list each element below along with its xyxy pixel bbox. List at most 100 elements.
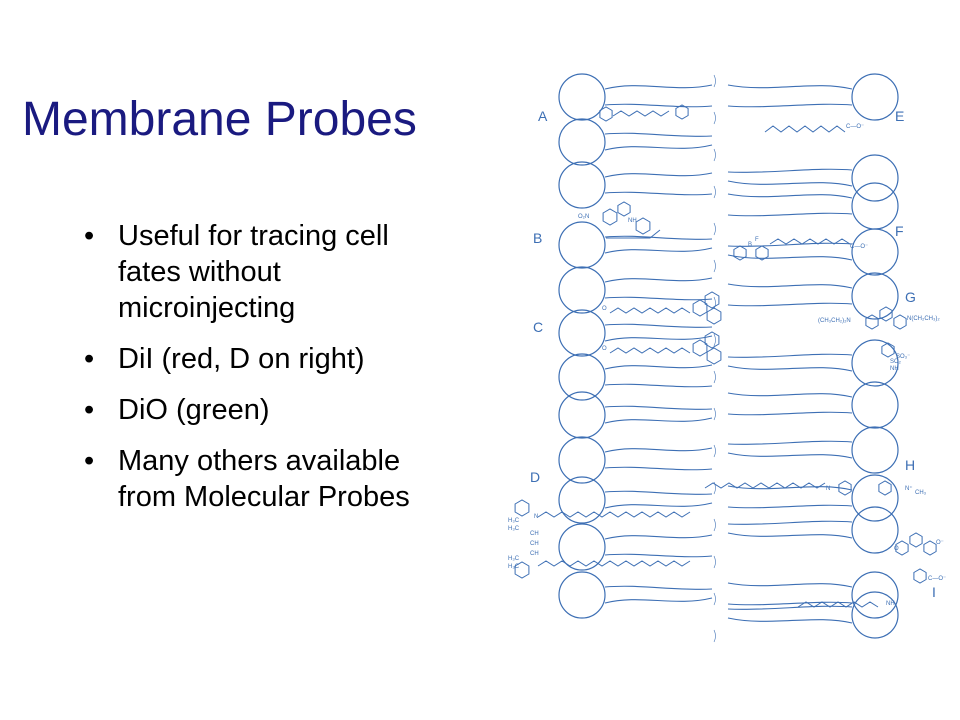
bullet-dot: • xyxy=(84,445,95,477)
lipid-head xyxy=(558,391,606,439)
lipid-tail xyxy=(604,144,713,151)
probe-molecules xyxy=(514,104,937,608)
lipid-tail xyxy=(727,532,853,539)
formula-label: CH xyxy=(530,551,539,557)
lipid-head xyxy=(851,381,899,429)
formula-label: C—O⁻ xyxy=(846,124,864,130)
midplane-mark xyxy=(713,333,716,347)
midplane-mark xyxy=(713,407,716,421)
midplane-mark xyxy=(713,222,716,236)
panel-label-b: B xyxy=(533,230,542,246)
formula-label: F xyxy=(755,237,759,243)
lipid-tail xyxy=(604,534,713,540)
lipid-tail xyxy=(604,247,713,254)
lipid-head xyxy=(558,266,606,314)
lipid-tail xyxy=(604,84,713,90)
lipid-head xyxy=(851,506,899,554)
lipid-tail xyxy=(727,283,853,289)
formula-label: H₃C xyxy=(508,564,520,570)
lipid-tail xyxy=(727,520,853,525)
lipid-tail xyxy=(727,103,853,108)
lipid-tail xyxy=(727,392,853,398)
midplane-mark xyxy=(713,518,716,532)
lipid-tail xyxy=(604,364,713,370)
lipid-tail xyxy=(604,235,713,240)
lipid-tail xyxy=(604,277,713,283)
acyl-chain xyxy=(609,307,691,314)
phenyl-ring xyxy=(599,106,613,122)
midplane-mark xyxy=(713,370,716,384)
lipid-tail xyxy=(604,405,713,410)
nbd-ring xyxy=(602,208,618,226)
bullet-dot: • xyxy=(84,220,95,252)
lipid-tail xyxy=(604,132,713,137)
midplane-mark xyxy=(713,148,716,162)
lipid-tail xyxy=(604,597,713,604)
panel-label-i: I xyxy=(932,584,936,600)
phenyl-ring xyxy=(675,104,689,120)
lipid-head xyxy=(558,73,606,121)
alkyl-chain xyxy=(704,482,826,489)
lipid-tail xyxy=(727,193,853,199)
formula-label: CH xyxy=(530,541,539,547)
formula-label: NH xyxy=(890,366,899,372)
formula-label: H₃C xyxy=(508,556,520,562)
lipid-tail xyxy=(727,605,853,610)
lipid-head xyxy=(851,426,899,474)
midplane-mark xyxy=(713,74,716,88)
midplane-mark xyxy=(713,259,716,273)
pyrrole-ring xyxy=(733,245,747,261)
lipid-head xyxy=(851,474,899,522)
bullet-dot: • xyxy=(84,394,95,426)
midplane-mark xyxy=(713,481,716,495)
piperidine-ring xyxy=(635,217,651,235)
xanthene-ring xyxy=(923,540,937,556)
lipid-tail xyxy=(727,365,853,372)
xanthene-ring xyxy=(909,532,923,548)
lipid-tail xyxy=(604,553,713,558)
indole-ring xyxy=(514,561,530,579)
formula-label: N(CH₂CH₃)₂ xyxy=(907,316,940,322)
dii-alkyl-chain xyxy=(537,511,691,518)
lipid-tail xyxy=(604,191,713,196)
lipid-tail xyxy=(604,502,713,509)
dii-alkyl-chain xyxy=(537,560,691,567)
pyrrole-ring xyxy=(755,245,769,261)
lipid-tail xyxy=(727,168,853,173)
lipid-head xyxy=(851,154,899,202)
lipid-tail xyxy=(727,617,853,624)
lipid-head xyxy=(851,339,899,387)
pyrene-ring xyxy=(692,339,708,357)
pyrene-ring xyxy=(704,291,720,309)
alkyl-chain xyxy=(797,601,879,608)
formula-label: O₂N xyxy=(578,214,589,220)
lipid-head xyxy=(851,591,899,639)
lipid-tail xyxy=(604,490,713,495)
lipid-tail xyxy=(727,452,853,459)
midplane-mark xyxy=(713,592,716,606)
lipid-tail xyxy=(727,504,853,509)
lipid-tail xyxy=(604,417,713,424)
panel-label-f: F xyxy=(895,223,904,239)
midplane-mark xyxy=(713,555,716,569)
lipid-tail xyxy=(727,242,853,247)
slide-title: Membrane Probes xyxy=(22,93,417,146)
midplane-mark xyxy=(713,444,716,458)
fatty-acid-chain xyxy=(769,238,851,245)
bullet-text: Useful for tracing cell fates without mi… xyxy=(118,220,389,324)
lipid-tail xyxy=(727,180,853,187)
formula-label: SO₃⁻ xyxy=(896,354,910,360)
xanthene-ring xyxy=(893,314,907,330)
bullet-item: • DiO (green) xyxy=(84,392,456,428)
lipid-head xyxy=(558,118,606,166)
phenyl-ring xyxy=(878,480,892,496)
oxadiazole-ring xyxy=(617,201,631,217)
formula-label: B xyxy=(748,242,752,248)
lipid-tail xyxy=(604,585,713,590)
lipid-tail xyxy=(604,172,713,178)
lipid-head xyxy=(558,436,606,484)
formula-label: NH xyxy=(628,218,637,224)
